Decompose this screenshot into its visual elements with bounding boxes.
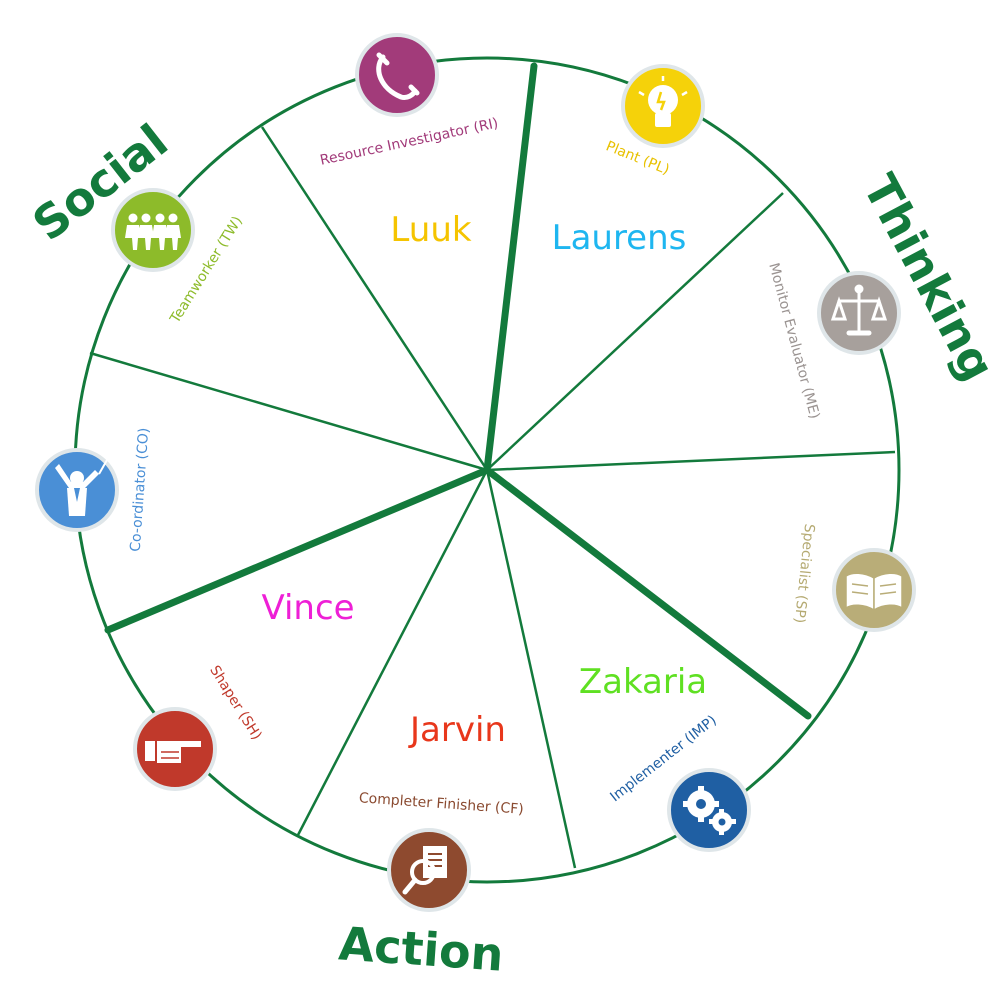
- gears-icon: [683, 786, 736, 835]
- badge-pl: [621, 64, 705, 148]
- person-name-vince: Vince: [261, 588, 354, 628]
- people-icon: [125, 213, 181, 250]
- badge-cf: [387, 828, 471, 912]
- badge-me: [817, 271, 901, 355]
- badge-ri: [355, 33, 439, 117]
- divider-co-tw: [89, 351, 488, 472]
- divider-social-thinking: [483, 62, 538, 474]
- divider-imp-cf: [485, 469, 577, 869]
- divider-ri-tw: [260, 126, 489, 471]
- badge-imp: [667, 768, 751, 852]
- role-label-cf: Completer Finisher (CF): [358, 790, 524, 817]
- role-label-sh: Shaper (SH): [206, 663, 264, 743]
- divider-action-social: [104, 466, 491, 634]
- role-label-co: Co-ordinator (CO): [128, 427, 153, 552]
- pointing-hand-icon: [145, 741, 201, 763]
- lightbulb-icon: [638, 76, 688, 127]
- divider-cf-sh: [296, 469, 489, 836]
- person-name-jarvin: Jarvin: [408, 710, 506, 750]
- person-name-laurens: Laurens: [552, 218, 687, 258]
- divider-pl-me: [486, 192, 784, 471]
- role-label-me: Monitor Evaluator (ME): [765, 261, 822, 421]
- role-label-ri: Resource Investigator (RI): [319, 115, 500, 168]
- magnifier-document-icon: [402, 846, 447, 895]
- badge-sp: [832, 548, 916, 632]
- badge-tw: [111, 188, 195, 272]
- badge-co: [35, 448, 119, 532]
- group-label-action: Action: [337, 916, 505, 981]
- conductor-icon: [55, 459, 108, 516]
- scales-icon: [830, 284, 888, 336]
- divider-me-sp: [486, 450, 896, 472]
- phone-icon: [376, 52, 420, 100]
- thin-dividers: [89, 126, 896, 869]
- role-label-sp: Specialist (SP): [791, 523, 817, 624]
- open-book-icon: [845, 572, 903, 612]
- badge-sh: [133, 707, 217, 791]
- group-dividers: [104, 62, 812, 720]
- person-name-luuk: Luuk: [390, 210, 471, 250]
- person-name-zakaria: Zakaria: [579, 662, 707, 702]
- divider-thinking-action: [483, 466, 812, 720]
